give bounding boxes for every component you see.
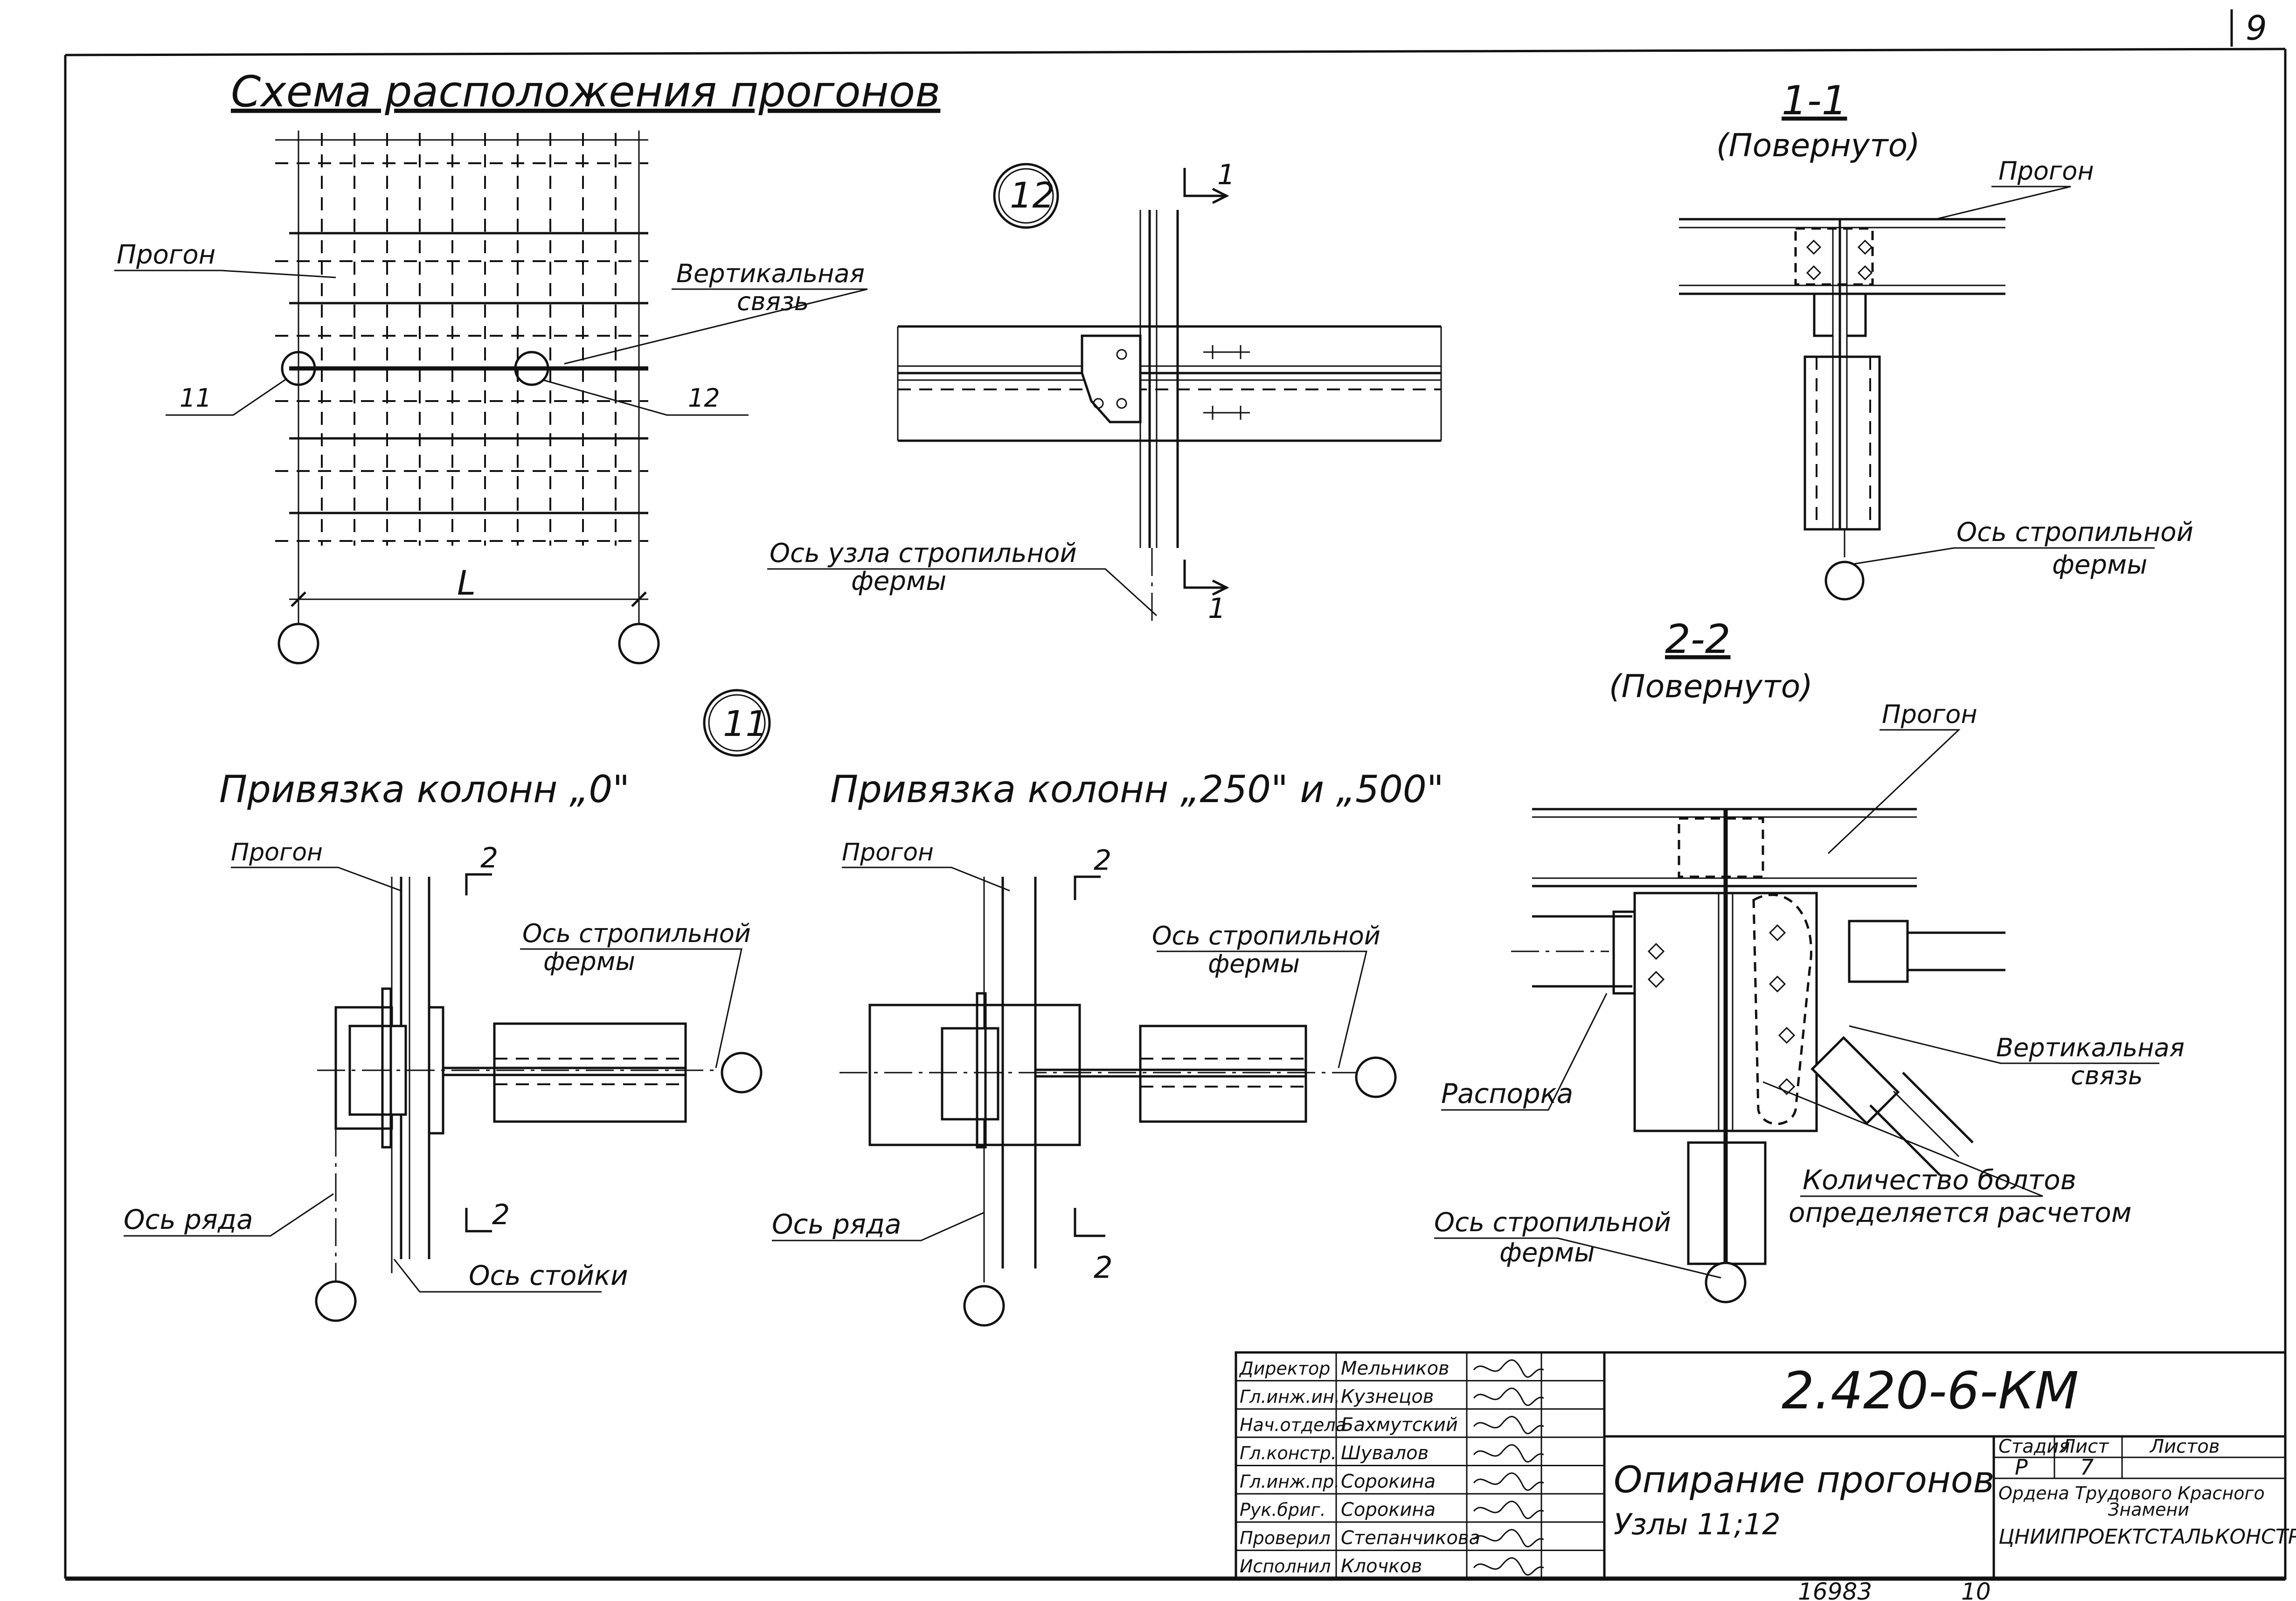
- sec2-top-0: 2: [480, 842, 498, 874]
- node-12-label: 12: [1010, 174, 1055, 216]
- label-vert-svyaz-22-2: связь: [2071, 1061, 2143, 1090]
- section-1-1-drawing: [1679, 186, 2155, 601]
- staff-name: Мельников: [1341, 1358, 1450, 1379]
- sheet-frame: [64, 9, 2287, 1581]
- staff-name: Клочков: [1341, 1556, 1422, 1577]
- staff-name: Кузнецов: [1341, 1386, 1434, 1407]
- dim-L: L: [457, 563, 476, 603]
- title-block: [1235, 1351, 2287, 1580]
- label-progon-0: Прогон: [231, 839, 323, 866]
- staff-role: Гл.инж.пр.: [1240, 1471, 1339, 1492]
- sheets-header: Листов: [2149, 1436, 2220, 1457]
- label-progon-250: Прогон: [842, 839, 934, 866]
- node-11-label: 11: [723, 703, 768, 744]
- staff-name: Сорокина: [1341, 1499, 1436, 1520]
- org-line3: ЦНИИПРОЕКТСТАЛЬКОНСТРУКЦИЯ: [1998, 1525, 2296, 1549]
- staff-role: Нач.отдела: [1240, 1415, 1346, 1435]
- doc-code: 2.420-6-КМ: [1782, 1361, 2079, 1421]
- label-os-strop-11-1: Ось стропильной: [1956, 517, 2193, 548]
- label-progon-11: Прогон: [1998, 156, 2094, 186]
- staff-signature: [1473, 1472, 1544, 1491]
- sheet-header: Лист: [2060, 1436, 2109, 1457]
- staff-signature: [1473, 1500, 1544, 1519]
- label-os-strop-22-2: фермы: [1499, 1238, 1595, 1268]
- label-rasporka: Распорка: [1441, 1078, 1573, 1109]
- section-1-1-sub: (Повернуто): [1716, 127, 1920, 164]
- org-line1: Ордена Трудового Красного: [1998, 1483, 2265, 1504]
- label-progon-scheme: Прогон: [117, 240, 215, 270]
- label-bolts-2: определяется расчетом: [1789, 1197, 2132, 1228]
- section-1-1-title: 1-1: [1782, 77, 1847, 124]
- label-vert-svyaz-2: связь: [737, 287, 809, 316]
- staff-table: Директор МельниковГл.инж.ин.КузнецовНач.о…: [1239, 1358, 1544, 1577]
- label-os-strop-22-1: Ось стропильной: [1434, 1207, 1671, 1238]
- staff-role: Гл.констр.: [1240, 1443, 1337, 1463]
- staff-name: Шувалов: [1341, 1442, 1429, 1464]
- label-node-12-scheme: 12: [688, 383, 720, 413]
- label-os-strop-250-1: Ось стропильной: [1152, 921, 1380, 950]
- staff-role: Рук.бриг.: [1240, 1499, 1326, 1520]
- label-os-strop-0-2: фермы: [543, 947, 635, 976]
- staff-signature: [1473, 1529, 1544, 1547]
- label-os-ryada-0: Ось ряда: [124, 1204, 253, 1235]
- label-os-ryada-250: Ось ряда: [772, 1208, 902, 1240]
- sec2-top-250: 2: [1094, 844, 1111, 877]
- sec2-bottom-0: 2: [492, 1199, 510, 1231]
- title-line1: Опирание прогонов: [1614, 1459, 1995, 1501]
- label-os-strop-250-2: фермы: [1208, 949, 1300, 978]
- staff-signature: [1473, 1444, 1544, 1463]
- label-vert-svyaz-1: Вертикальная: [676, 259, 865, 288]
- privyazka-0-drawing: [124, 866, 763, 1322]
- label-progon-22: Прогон: [1882, 700, 1977, 729]
- stage-header: Стадия: [1998, 1436, 2070, 1457]
- footer-number: 16983: [1798, 1578, 1872, 1601]
- scheme-title: Схема расположения прогонов: [231, 67, 940, 117]
- section-2-2-drawing: [1434, 729, 2159, 1303]
- sheet-value: 7: [2080, 1455, 2094, 1480]
- section-2-2-title: 2-2: [1665, 616, 1730, 663]
- privyazka-250-drawing: [772, 866, 1397, 1327]
- privyazka-250-title: Привязка колонн „250" и „500": [830, 768, 1444, 811]
- node-11-marker: [703, 689, 771, 757]
- stage-value: Р: [2015, 1455, 2028, 1480]
- os-uzla-line2: фермы: [851, 566, 946, 596]
- sec1-bottom-label: 1: [1208, 592, 1226, 625]
- title-line2: Узлы 11;12: [1614, 1507, 1781, 1541]
- sec2-bottom-250: 2: [1094, 1251, 1113, 1285]
- label-node-11-scheme: 11: [180, 383, 212, 413]
- page-number: 9: [2246, 8, 2267, 48]
- staff-name: Степанчикова: [1341, 1527, 1480, 1549]
- staff-role: Проверил: [1240, 1528, 1331, 1548]
- label-bolts-1: Количество болтов: [1803, 1164, 2076, 1196]
- node-12-drawing: [767, 163, 1442, 625]
- label-os-stoyki: Ось стойки: [469, 1260, 628, 1291]
- os-uzla-line1: Ось узла стропильной: [770, 538, 1077, 568]
- section-2-2-sub: (Повернуто): [1609, 668, 1813, 705]
- label-os-strop-0-1: Ось стропильной: [522, 919, 751, 948]
- privyazka-0-title: Привязка колонн „0": [219, 768, 630, 811]
- staff-role: Исполнил: [1240, 1556, 1331, 1577]
- staff-signature: [1473, 1557, 1544, 1576]
- staff-name: Бахмутский: [1341, 1414, 1458, 1436]
- staff-role: Директор: [1239, 1358, 1330, 1379]
- label-vert-svyaz-22-1: Вертикальная: [1996, 1033, 2185, 1062]
- sec1-top-label: 1: [1217, 159, 1235, 191]
- staff-signature: [1473, 1359, 1544, 1378]
- staff-signature: [1473, 1387, 1544, 1406]
- purlin-scheme: [114, 131, 868, 665]
- label-os-strop-11-2: фермы: [2052, 550, 2147, 580]
- staff-name: Сорокина: [1341, 1471, 1436, 1492]
- staff-role: Гл.инж.ин.: [1240, 1386, 1340, 1407]
- org-line2: Знамени: [2108, 1499, 2189, 1520]
- footer-copy: 10: [1961, 1578, 1991, 1601]
- staff-signature: [1473, 1416, 1544, 1435]
